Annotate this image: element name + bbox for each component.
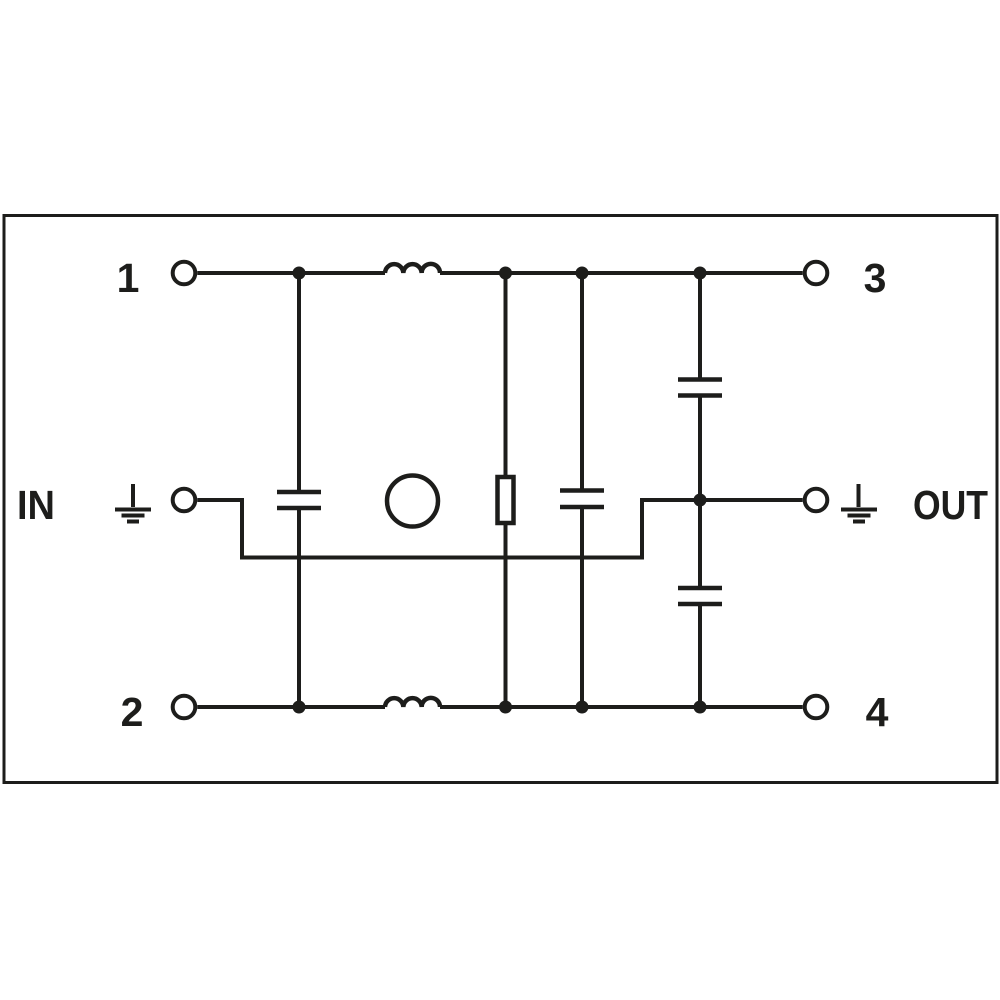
terminal-2-label: 2 <box>121 689 144 735</box>
terminal-1-label: 1 <box>117 255 140 301</box>
inductor-coil-icon-top <box>382 261 443 274</box>
terminal-circle-2 <box>170 693 198 721</box>
capacitor-icon-center <box>560 488 604 510</box>
inductor-coil-icon-bottom <box>382 695 443 708</box>
junction-dot <box>693 493 707 507</box>
out-port-label: OUT <box>913 482 988 528</box>
junction-dot <box>292 266 306 280</box>
resistor-icon <box>495 474 516 526</box>
capacitor-icon-right-lower <box>678 585 722 607</box>
terminal-circle-1 <box>170 259 198 287</box>
terminal-circle-3 <box>802 259 830 287</box>
junction-dot <box>693 700 707 714</box>
ground-icon-left <box>115 484 151 524</box>
junction-dot <box>575 266 589 280</box>
capacitor-icon-left <box>277 489 321 511</box>
terminal-circle-out <box>802 486 830 514</box>
terminal-4-label: 4 <box>866 689 889 735</box>
terminal-3-label: 3 <box>864 255 887 301</box>
mid-ground-wire <box>197 498 803 560</box>
circle-component-icon <box>384 473 441 529</box>
junction-dot <box>292 700 306 714</box>
in-port-label: IN <box>17 482 55 528</box>
junction-dot <box>693 266 707 280</box>
junction-dot <box>499 700 512 714</box>
diagram-border <box>2 214 999 784</box>
terminal-circle-in <box>170 486 198 514</box>
capacitor-icon-right-upper <box>678 377 722 398</box>
terminal-circle-4 <box>802 693 830 721</box>
junction-dot <box>499 266 512 280</box>
junction-dot <box>575 700 589 714</box>
ground-icon-right <box>841 484 877 524</box>
